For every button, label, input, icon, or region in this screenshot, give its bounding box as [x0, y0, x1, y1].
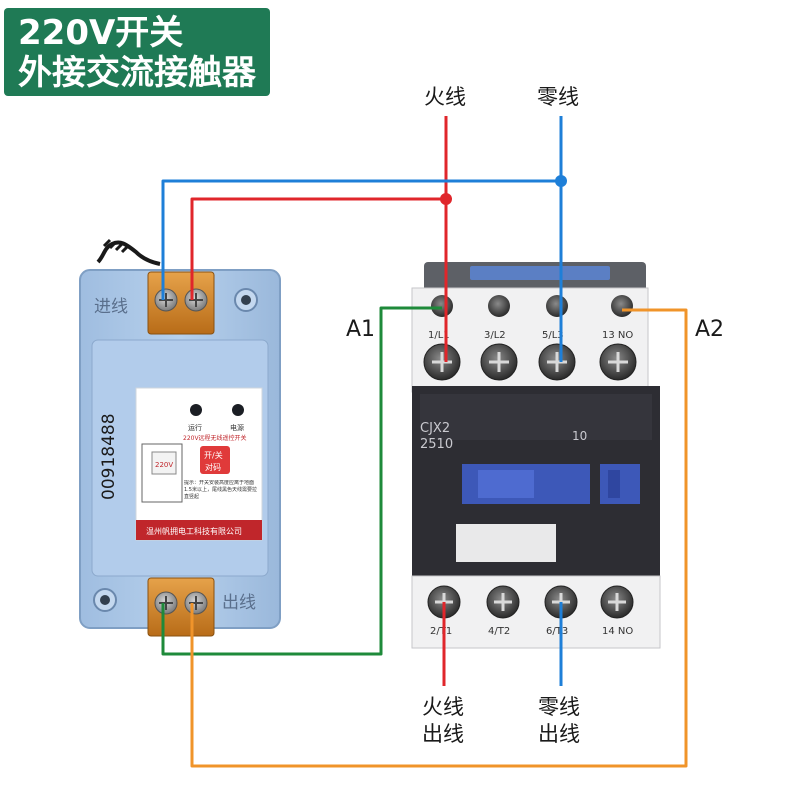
remote-switch-module: 进线 出线 00918488 运行 电源 220V远程无线遥控开关 220V 开…	[79, 238, 281, 637]
product-sticker: 运行 电源 220V远程无线遥控开关 220V 开/关 对码 提示：开关安装高度…	[135, 387, 263, 541]
a1-label: A1	[346, 317, 375, 342]
actuator-slider	[462, 464, 640, 504]
sticker-title: 220V远程无线遥控开关	[183, 434, 247, 442]
neutral-junction	[555, 175, 567, 187]
live-out-label-1: 火线	[422, 695, 464, 719]
out-label: 出线	[222, 593, 256, 613]
neutral-in-label: 零线	[537, 85, 579, 109]
neutral-out-label-1: 零线	[538, 695, 580, 719]
terminal-13-no: 13 NO	[602, 330, 633, 341]
neutral-wire-to-module	[161, 179, 561, 300]
pair-label-1: 开/关	[204, 450, 223, 460]
terminal-5-l3: 5/L3	[542, 330, 564, 341]
mounting-hole-top	[234, 288, 258, 312]
install-note: 提示：开关安装高度应离于地面1.5米以上，尾线黑色天线需要拉直竖起	[184, 480, 257, 500]
title-banner: 220V开关 外接交流接触器	[4, 8, 270, 96]
model-label: CJX2	[420, 421, 450, 436]
pair-label-2: 对码	[205, 462, 221, 472]
title-line-2: 外接交流接触器	[18, 53, 256, 93]
live-junction	[440, 193, 452, 205]
rating-label: 2510	[420, 437, 453, 452]
terminal-4-t2: 4/T2	[488, 626, 510, 637]
in-label: 进线	[94, 297, 128, 317]
terminal-1-l1: 1/L1	[428, 330, 450, 341]
terminal-2-t1: 2/T1	[430, 626, 452, 637]
title-line-1: 220V开关	[18, 13, 184, 53]
live-wire-to-module	[190, 197, 446, 300]
a1-control-wire	[161, 306, 442, 656]
aux-code-label: 10	[572, 429, 587, 443]
ac-contactor: CJX2 2510 10 1/L1 3/L2	[411, 262, 661, 649]
live-out-label-2: 出线	[422, 722, 464, 746]
wires	[161, 116, 688, 768]
antenna-icon	[96, 240, 161, 266]
output-terminal-block	[147, 577, 215, 637]
a2-label: A2	[695, 317, 724, 342]
voltage-label: 220V	[155, 461, 173, 469]
serial-number: 00918488	[99, 413, 119, 500]
run-label: 运行	[188, 423, 202, 432]
input-terminal-block	[147, 271, 215, 335]
company-name: 温州帆拥电工科技有限公司	[146, 526, 242, 536]
a2-control-wire	[190, 308, 688, 768]
terminal-14-no: 14 NO	[602, 626, 633, 637]
mounting-hole-bottom	[93, 588, 117, 612]
neutral-out-label-2: 出线	[538, 722, 580, 746]
terminal-6-t3: 6/T3	[546, 626, 568, 637]
live-in-label: 火线	[424, 85, 466, 109]
pair-button[interactable]: 开/关 对码	[200, 446, 230, 474]
terminal-3-l2: 3/L2	[484, 330, 506, 341]
power-label: 电源	[230, 423, 244, 432]
